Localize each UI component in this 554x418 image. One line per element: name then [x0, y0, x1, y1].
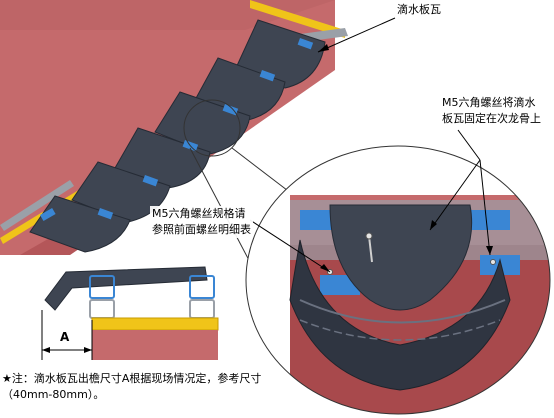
bolt-spec-label: M5六角螺丝规格请 参照前面螺丝明细表	[150, 206, 253, 238]
batten-blocks	[40, 38, 314, 222]
bolt-fix-label-line2: 板瓦固定在次龙骨上	[442, 112, 541, 125]
installation-note: ★注：滴水板瓦出檐尺寸A根据现场情况定，参考尺寸 （40mm-80mm）。	[2, 371, 550, 403]
bolt-spec-label-line2: 参照前面螺丝明细表	[152, 223, 251, 236]
bolt-spec-label-line1: M5六角螺丝规格请	[152, 207, 246, 220]
roof-overview	[0, 0, 348, 286]
note-line1: ★注：滴水板瓦出檐尺寸A根据现场情况定，参考尺寸	[2, 372, 262, 385]
bolt-fix-label: M5六角螺丝将滴水 板瓦固定在次龙骨上	[440, 95, 543, 127]
note-line2: （40mm-80mm）。	[2, 388, 105, 401]
tile-row	[29, 19, 326, 253]
leader-lines	[249, 17, 491, 273]
dimension-a-label: A	[60, 330, 70, 344]
eave-section-detail	[41, 266, 219, 360]
detail-zoom	[245, 145, 551, 415]
bolt-fix-label-line1: M5六角螺丝将滴水	[442, 96, 536, 109]
drip-tile-label: 滴水板瓦	[395, 3, 443, 17]
